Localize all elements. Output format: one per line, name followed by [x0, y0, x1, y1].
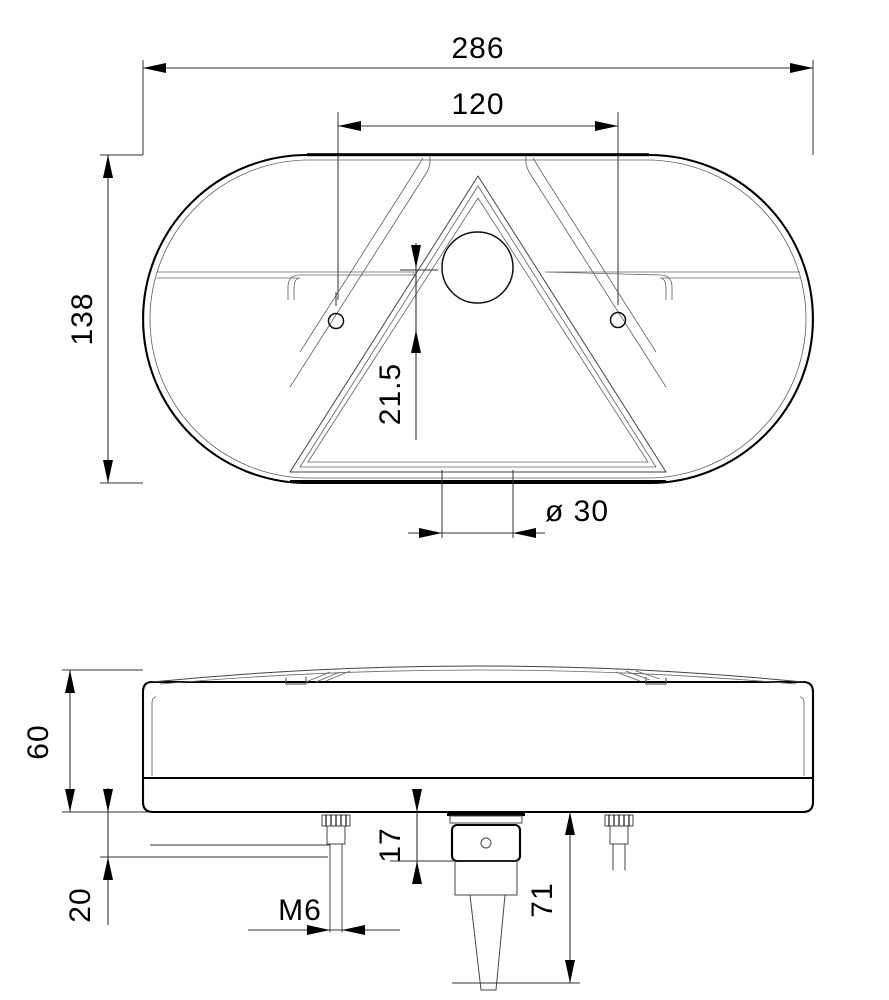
dim-17: 17 — [374, 789, 462, 884]
lamp-housing-side — [141, 665, 815, 814]
dim-20-label: 20 — [64, 887, 97, 922]
triangle-wedge-gaps — [289, 156, 667, 388]
left-lens-panel — [157, 271, 415, 300]
dim-138-extensions — [100, 154, 143, 484]
lens-flat-edges — [290, 153, 666, 483]
stud-right — [604, 814, 634, 871]
dim-17-label: 17 — [374, 827, 407, 862]
dim-diameter-30: ø 30 — [408, 470, 609, 538]
center-hole — [441, 231, 514, 304]
mount-hole-right — [609, 291, 627, 329]
side-view: 60 20 — [22, 665, 815, 991]
dim-120-extensions — [337, 112, 619, 300]
connector-plug — [447, 812, 525, 991]
lamp-body-outline — [142, 153, 814, 485]
triangle-reflector — [289, 175, 667, 473]
dim-71-label: 71 — [526, 882, 559, 917]
dim-20: 20 — [64, 788, 113, 925]
dim-286-extensions — [142, 60, 814, 155]
dim-M6: M6 — [150, 844, 400, 935]
dim-138: 138 — [66, 155, 113, 483]
dim-120: 120 — [338, 88, 618, 131]
dim-21_5-label: 21.5 — [374, 363, 407, 425]
dim-20-extensions — [100, 811, 328, 858]
dim-21_5: 21.5 — [374, 243, 438, 440]
dim-138-label: 138 — [66, 292, 99, 345]
dim-60: 60 — [22, 670, 75, 812]
dim-M6-label: M6 — [278, 894, 322, 927]
dim-diameter-30-label: ø 30 — [545, 495, 609, 528]
dim-286: 286 — [143, 32, 813, 73]
dim-60-label: 60 — [22, 724, 55, 759]
dim-71: 71 — [452, 812, 580, 984]
right-lens-panel — [544, 271, 800, 300]
mount-hole-left — [327, 292, 345, 330]
dim-120-label: 120 — [451, 88, 504, 121]
dim-286-label: 286 — [451, 32, 504, 65]
stud-left — [321, 814, 351, 933]
front-view: 286 120 138 — [66, 32, 814, 538]
